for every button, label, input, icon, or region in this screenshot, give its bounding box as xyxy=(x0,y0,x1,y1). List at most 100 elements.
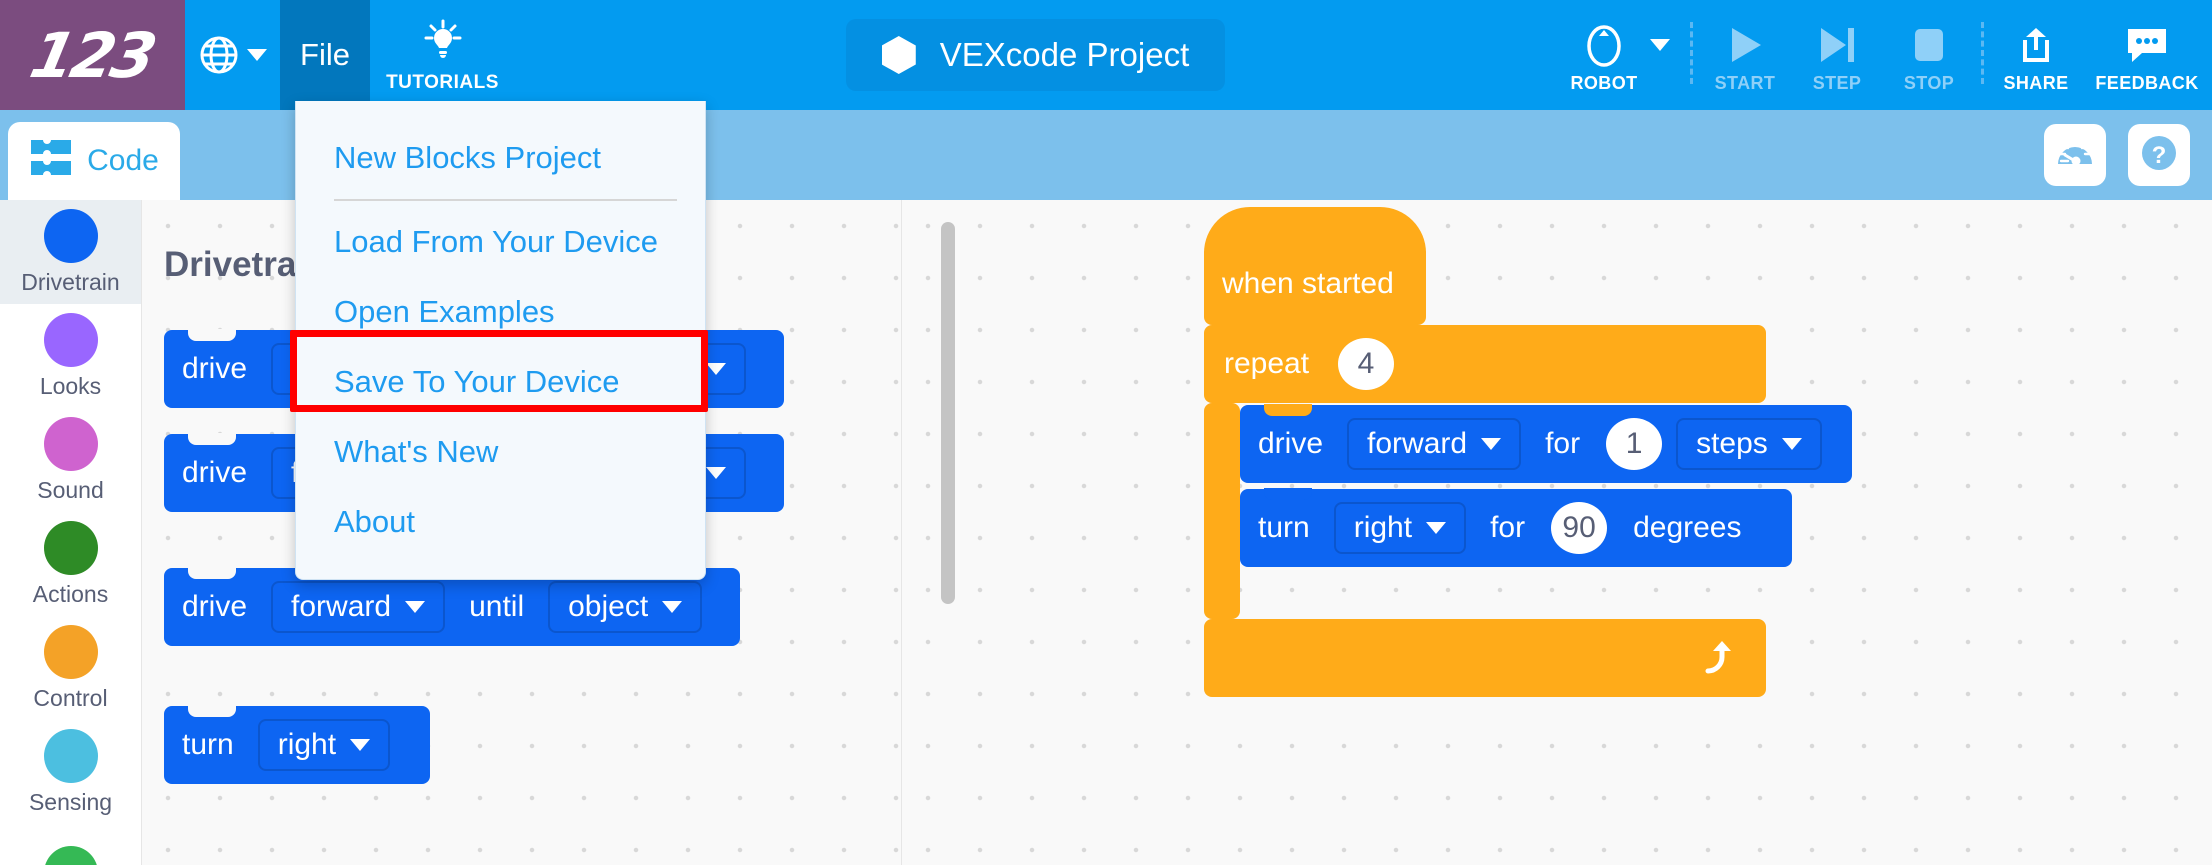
chevron-down-icon xyxy=(1426,522,1447,534)
feedback-button[interactable]: FEEDBACK xyxy=(2082,0,2212,110)
code-workspace[interactable]: when started repeat 4 xyxy=(902,200,2212,865)
menu-item-whats-new[interactable]: What's New xyxy=(334,434,499,469)
robot-icon xyxy=(1583,22,1625,68)
dropdown-value: right xyxy=(277,728,337,761)
sidebar-item-label: Sensing xyxy=(28,788,113,815)
tutorials-label: TUTORIALS xyxy=(386,71,499,93)
block-label: until xyxy=(469,590,525,623)
direction-dropdown[interactable]: forward xyxy=(1347,418,1522,470)
blocks-icon xyxy=(29,137,75,186)
robot-button[interactable]: ROBOT xyxy=(1556,0,1684,110)
file-dropdown-menu[interactable]: New Blocks Project Load From Your Device… xyxy=(295,101,706,580)
stop-label: STOP xyxy=(1903,73,1955,93)
block-label: turn xyxy=(182,728,234,761)
control-color-dot xyxy=(43,624,98,679)
block-notch xyxy=(188,329,236,341)
chevron-down-icon xyxy=(1481,438,1502,450)
block-label: drive xyxy=(1258,427,1324,460)
chevron-down-icon xyxy=(246,49,267,61)
lightbulb-icon xyxy=(420,17,466,68)
sound-color-dot xyxy=(43,416,98,471)
workspace-vertical-scrollbar[interactable] xyxy=(941,222,955,604)
distance-input[interactable]: 1 xyxy=(1606,418,1663,470)
block-label: repeat xyxy=(1224,347,1310,380)
toolbar-controls: ROBOT START STEP xyxy=(1556,0,2212,110)
menu-item-save-to-your-device[interactable]: Save To Your Device xyxy=(334,364,620,399)
drivetrain-color-dot xyxy=(43,208,98,263)
top-toolbar: 123 File xyxy=(0,0,2212,110)
actions-color-dot xyxy=(43,520,98,575)
menu-item-about[interactable]: About xyxy=(334,504,416,539)
sidebar-item-label: Looks xyxy=(39,372,102,399)
block-drive-forward-steps[interactable]: drive forward for 1 steps xyxy=(1240,404,1852,483)
block-turn-right-degrees[interactable]: turn right for 90 degrees xyxy=(1240,488,1792,567)
dashboard-button[interactable] xyxy=(2044,124,2106,186)
step-label: STEP xyxy=(1812,73,1862,93)
menu-item-new-blocks-project[interactable]: New Blocks Project xyxy=(334,140,602,175)
repeat-block-spine xyxy=(1204,403,1240,619)
chevron-down-icon xyxy=(662,601,683,613)
degrees-input[interactable]: 90 xyxy=(1551,502,1608,554)
share-button[interactable]: SHARE xyxy=(1990,0,2082,110)
start-button[interactable]: START xyxy=(1699,0,1791,110)
sidebar-item-drivetrain[interactable]: Drivetrain xyxy=(0,200,141,304)
turn-direction-dropdown[interactable]: right xyxy=(1333,502,1467,554)
loop-arrow-icon xyxy=(1700,637,1742,684)
dropdown-value: right xyxy=(1353,511,1413,544)
block-when-started[interactable]: when started xyxy=(1204,207,1426,325)
chevron-down-icon xyxy=(1781,438,1802,450)
block-label: for xyxy=(1490,511,1526,544)
target-dropdown[interactable]: object xyxy=(548,581,703,633)
sidebar-item-sensing[interactable]: Sensing xyxy=(0,720,141,824)
block-label: for xyxy=(1545,427,1581,460)
sidebar-item-label: Sound xyxy=(37,476,104,503)
tutorials-button[interactable]: TUTORIALS xyxy=(370,0,515,110)
menu-separator xyxy=(334,199,677,201)
chevron-down-icon xyxy=(705,363,726,375)
topbar-spacer-right xyxy=(1225,0,1556,110)
direction-dropdown[interactable]: forward xyxy=(271,581,446,633)
app-logo[interactable]: 123 xyxy=(0,0,185,110)
palette-block-turn[interactable]: turn right xyxy=(164,705,430,784)
sidebar-item-label: Drivetrain xyxy=(21,268,120,295)
help-button[interactable]: ? xyxy=(2128,124,2190,186)
sidebar-item-actions[interactable]: Actions xyxy=(0,512,141,616)
menu-item-open-examples[interactable]: Open Examples xyxy=(334,294,555,329)
menu-item-load-from-your-device[interactable]: Load From Your Device xyxy=(334,224,658,259)
dropdown-value: steps xyxy=(1696,427,1768,460)
sidebar-item-looks[interactable]: Looks xyxy=(0,304,141,408)
sidebar-item-sound[interactable]: Sound xyxy=(0,408,141,512)
block-repeat[interactable]: repeat 4 xyxy=(1204,325,1766,403)
comment-icon xyxy=(2124,22,2170,68)
logo-text: 123 xyxy=(24,18,161,92)
sensing-color-dot xyxy=(43,728,98,783)
toolbar-divider xyxy=(1690,22,1693,84)
toolbar-divider xyxy=(1981,22,1984,84)
palette-block-drive-until[interactable]: drive forward until object xyxy=(164,567,740,646)
dropdown-value: forward xyxy=(1367,427,1468,460)
step-button[interactable]: STEP xyxy=(1791,0,1883,110)
project-title: VEXcode Project xyxy=(939,36,1190,73)
tab-code-label: Code xyxy=(87,144,159,177)
project-name-field[interactable]: VEXcode Project xyxy=(845,19,1226,91)
language-selector[interactable] xyxy=(185,0,280,110)
block-label: drive xyxy=(182,456,248,489)
chevron-down-icon xyxy=(405,601,426,613)
turn-direction-dropdown[interactable]: right xyxy=(257,719,391,771)
sidebar-item-next[interactable] xyxy=(0,824,141,865)
block-notch xyxy=(188,567,236,579)
chevron-down-icon xyxy=(1649,39,1670,51)
sidebar-item-label: Control xyxy=(33,684,108,711)
stop-button[interactable]: STOP xyxy=(1883,0,1975,110)
block-label: drive xyxy=(182,352,248,385)
robot-label: ROBOT xyxy=(1570,73,1638,93)
stop-icon xyxy=(1907,22,1951,68)
tab-code[interactable]: Code xyxy=(8,122,180,200)
sidebar-item-control[interactable]: Control xyxy=(0,616,141,720)
repeat-count-input[interactable]: 4 xyxy=(1338,338,1394,390)
step-icon xyxy=(1815,22,1859,68)
next-category-color-dot xyxy=(43,846,98,865)
units-dropdown[interactable]: steps xyxy=(1676,418,1822,470)
file-menu-button[interactable]: File xyxy=(280,0,370,110)
